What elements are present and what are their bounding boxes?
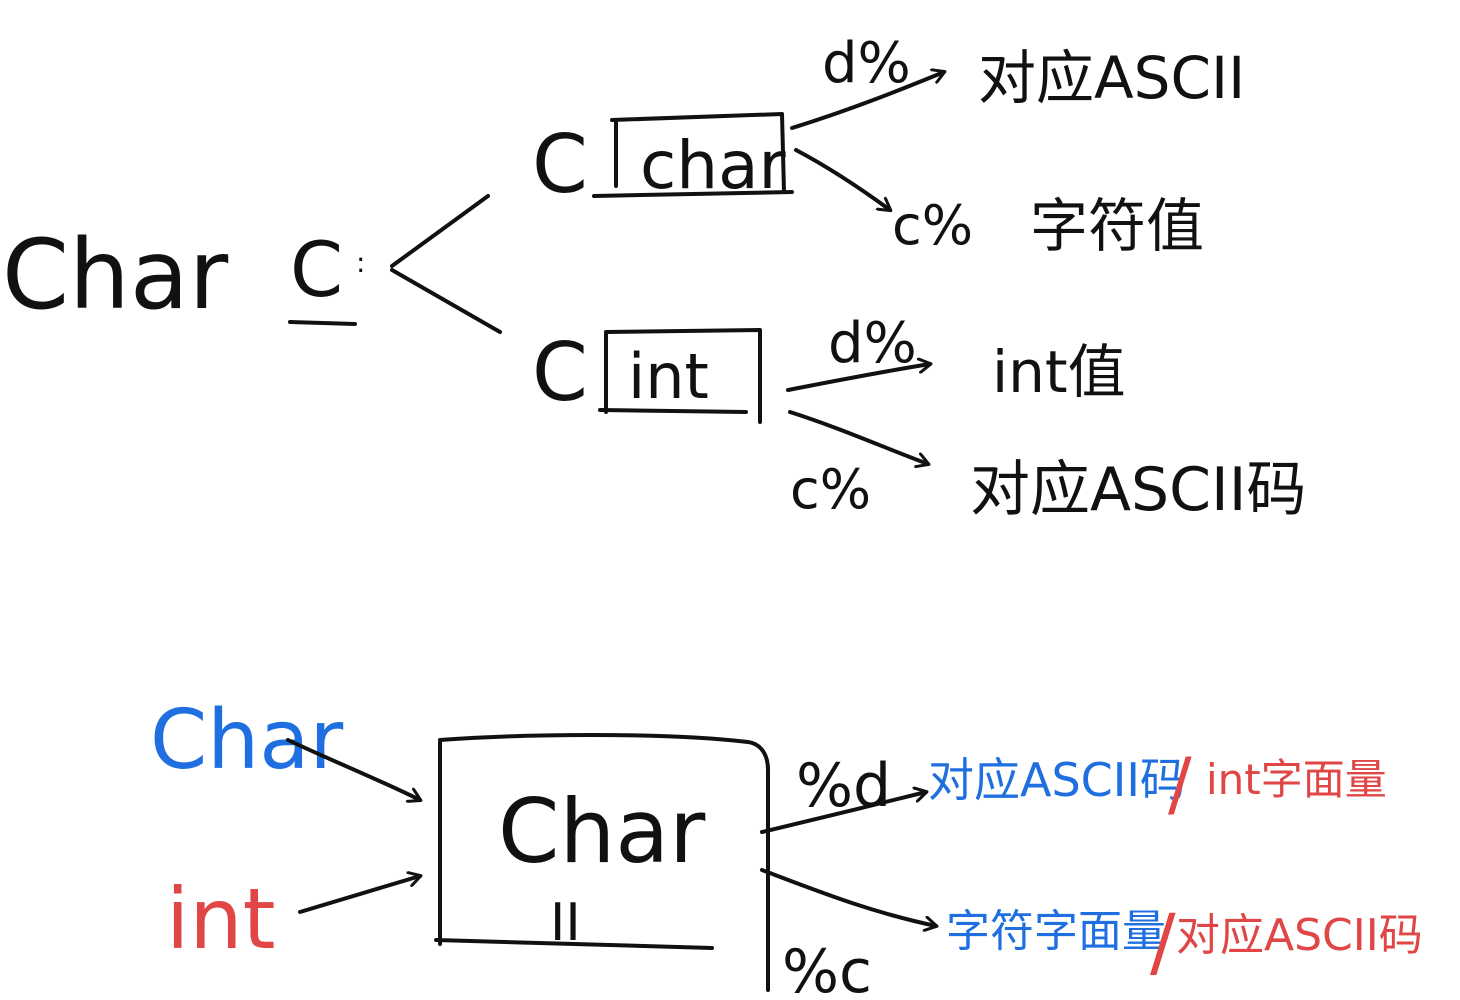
out2-char-literal: 字符字面量 [946,906,1166,957]
top-result-4: 对应ASCII码 [970,455,1306,525]
out1-int-literal: int字面量 [1206,755,1387,804]
var-label: C [290,225,343,314]
input-char-label: Char [150,693,343,788]
arrow-input-char [286,738,420,800]
top-fmt-1: d% [822,31,911,96]
arrow-out-c [760,868,936,926]
branch2-prefix: C [532,326,588,419]
root-label: Char [2,219,229,331]
out1-separator: / [1168,743,1192,825]
top-result-3: int值 [992,338,1126,406]
arrow-char-c [794,148,890,210]
arrow-int-c [788,410,928,464]
arrow-input-int [298,876,420,914]
input-int-label: int [166,870,276,968]
box-main-label: Char [498,780,706,883]
arrow-char-d [790,72,944,130]
bottom-fmt-d: %d [796,751,891,821]
char-box [592,112,794,198]
char-box-bottom [434,733,770,992]
var-colon: : [356,246,365,279]
out1-ascii: 对应ASCII码 [928,753,1186,807]
fork-upper [390,194,490,268]
int-box [598,328,762,424]
branch1-prefix: C [532,118,588,211]
arrow-int-d [786,364,930,392]
top-fmt-4: c% [790,458,871,521]
fork-lower [390,268,502,334]
bottom-fmt-c: %c [782,937,872,1000]
arrow-out-d [760,792,926,834]
top-result-1: 对应ASCII [978,44,1245,112]
top-fmt-2: c% [892,194,973,257]
top-fmt-3: d% [828,311,917,376]
branch2-box-label: int [628,340,709,413]
out2-ascii: 对应ASCII码 [1176,910,1423,961]
top-result-2: 字符值 [1030,192,1204,260]
var-underline [288,320,357,326]
out2-separator: / [1150,897,1176,986]
